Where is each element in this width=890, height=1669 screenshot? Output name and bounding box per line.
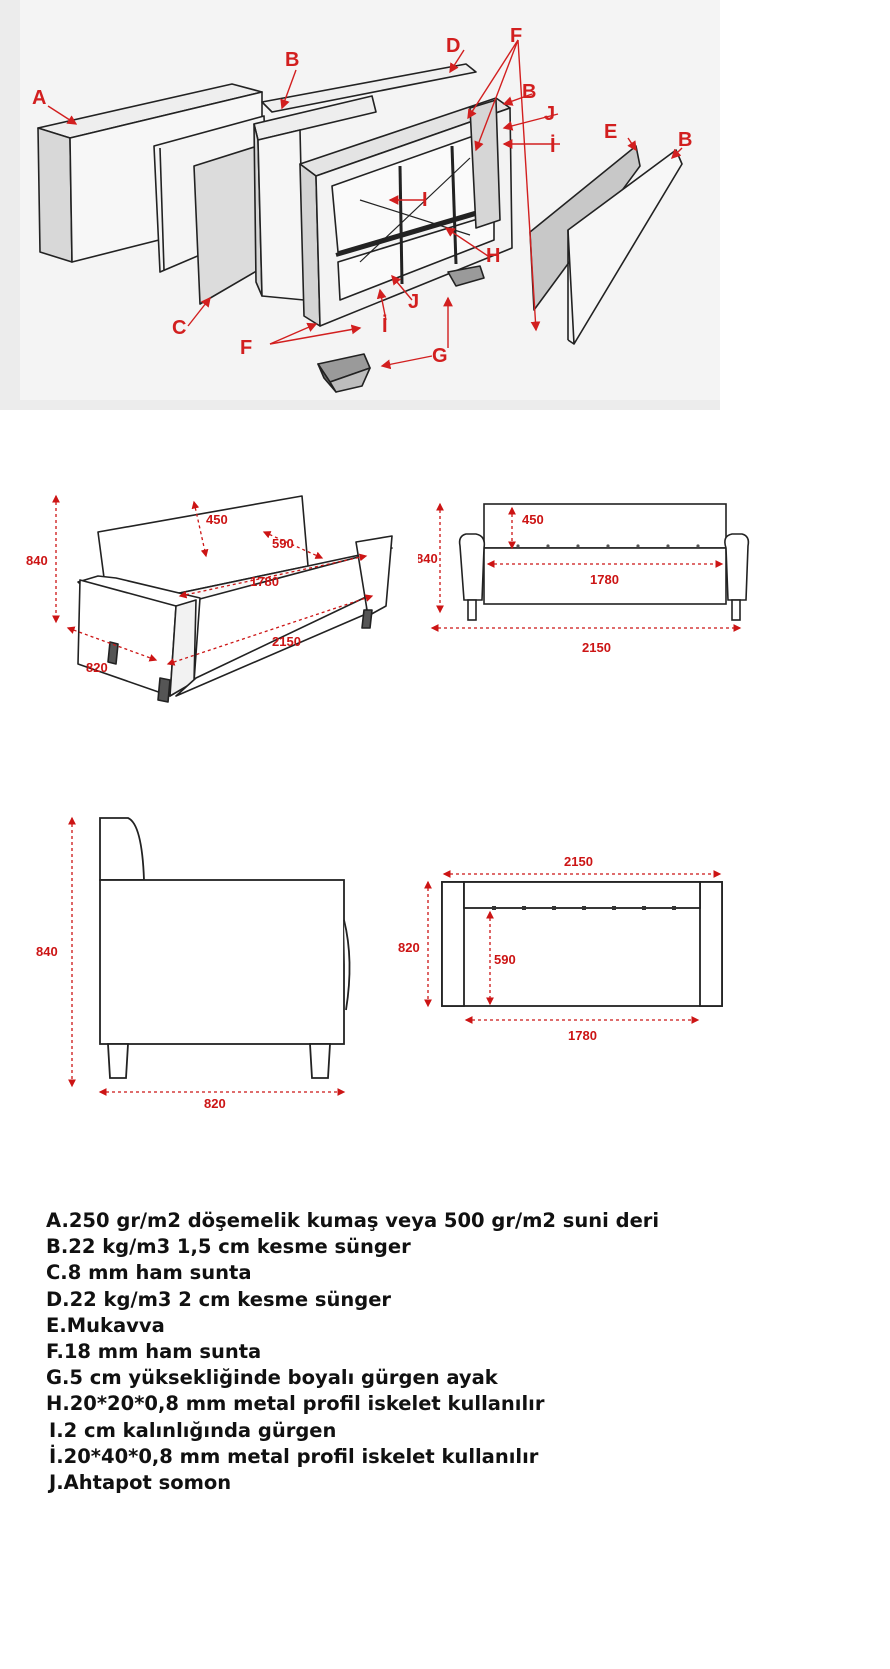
- label-a: A: [32, 87, 46, 109]
- label-b-small: B: [522, 81, 536, 103]
- top-backrest: [463, 881, 701, 909]
- label-j-bottom: J: [408, 291, 419, 313]
- persp-depth-label: 820: [86, 660, 108, 675]
- legend-item-f: F.18 mm ham sunta: [46, 1339, 262, 1363]
- perspective-dimension-view: 840 820 2150 450 590 1780: [26, 494, 393, 703]
- persp-inner-label: 1780: [250, 574, 279, 589]
- side-leg-back: [309, 1043, 331, 1079]
- front-height-label: 840: [418, 551, 438, 566]
- part-b-small: [469, 99, 501, 229]
- label-g: G: [432, 345, 448, 367]
- part-b-right: [567, 149, 683, 345]
- label-i: I: [422, 189, 428, 211]
- top-arm-right: [699, 881, 723, 1007]
- label-f-top: F: [510, 25, 522, 47]
- front-width-label: 2150: [582, 640, 611, 655]
- top-dimension-view: 2150 820 590 1780: [398, 854, 723, 1043]
- persp-leg: [157, 677, 171, 703]
- label-b-left: B: [285, 49, 299, 71]
- materials-legend: A.250 gr/m2 döşemelik kumaş veya 500 gr/…: [46, 1208, 866, 1496]
- label-i-dot-bottom: İ: [382, 314, 388, 337]
- label-d: D: [446, 35, 460, 57]
- persp-back-label: 450: [206, 512, 228, 527]
- side-dimension-view: 840 820: [36, 816, 351, 1110]
- label-b-right: B: [678, 129, 692, 151]
- part-d: [261, 63, 477, 113]
- exploded-view-diagram: A B D F B J İ E B C I H J İ F G: [32, 25, 692, 393]
- part-a-end: [37, 127, 73, 263]
- side-body: [99, 879, 345, 1045]
- persp-seat-label: 590: [272, 536, 294, 551]
- legend-item-g: G.5 cm yüksekliğinde boyalı gürgen ayak: [46, 1366, 498, 1390]
- side-backrest: [99, 817, 145, 881]
- legend-item-a: A.250 gr/m2 döşemelik kumaş veya 500 gr/…: [46, 1209, 660, 1232]
- top-seat-label: 590: [494, 952, 516, 967]
- persp-width-label: 2150: [272, 634, 301, 649]
- legend-item-j: J.Ahtapot somon: [49, 1470, 232, 1494]
- legend-item-i: I.2 cm kalınlığında gürgen: [49, 1418, 337, 1442]
- top-arm-left: [441, 881, 465, 1007]
- legend-item-d: D.22 kg/m3 2 cm kesme sünger: [46, 1287, 392, 1311]
- legend-item-e: E.Mukavva: [46, 1313, 165, 1337]
- front-dimension-view: 840 450 1780 2150: [418, 502, 750, 655]
- front-back-label: 450: [522, 512, 544, 527]
- legend-item-c: C.8 mm ham sunta: [46, 1261, 252, 1285]
- persp-height-label: 840: [26, 553, 48, 568]
- top-inner-label: 1780: [568, 1028, 597, 1043]
- front-backrest: [483, 503, 727, 549]
- side-depth-label: 820: [204, 1096, 226, 1110]
- label-j-top: J: [544, 103, 555, 125]
- label-h: H: [486, 245, 500, 267]
- front-arm-left: [458, 533, 486, 601]
- side-height-label: 840: [36, 944, 58, 959]
- label-i-dot-top: İ: [550, 134, 556, 157]
- side-panel: [257, 129, 305, 301]
- front-inner-label: 1780: [590, 572, 619, 587]
- legend-item-i-dot: İ.20*40*0,8 mm metal profil iskelet kull…: [49, 1444, 539, 1468]
- top-depth-label: 820: [398, 940, 420, 955]
- label-c: C: [172, 317, 186, 339]
- foot-back: [447, 265, 485, 287]
- front-arm-right: [724, 533, 750, 601]
- label-f-bottom: F: [240, 337, 252, 359]
- exploded-view-panel: A B D F B J İ E B C I H J İ F G: [0, 0, 720, 410]
- top-width-label: 2150: [564, 854, 593, 869]
- legend-item-b: B.22 kg/m3 1,5 cm kesme sünger: [46, 1235, 411, 1259]
- side-leg-front: [107, 1043, 129, 1079]
- front-body: [483, 547, 727, 605]
- label-e: E: [604, 121, 617, 143]
- legend-item-h: H.20*20*0,8 mm metal profil iskelet kull…: [46, 1392, 545, 1416]
